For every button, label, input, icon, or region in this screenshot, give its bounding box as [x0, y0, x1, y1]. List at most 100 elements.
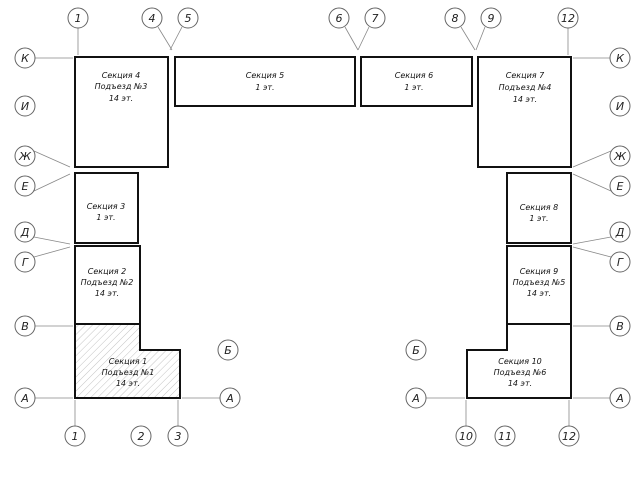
- axis-left-4-label: Д: [20, 226, 30, 239]
- section-8-name: Секция 8: [520, 203, 558, 212]
- axis-right-3-circle: [609, 175, 631, 197]
- section-7-name: Секция 7: [506, 71, 545, 80]
- axis-left-1: И: [14, 95, 36, 117]
- axis-bottom-2: 3: [167, 400, 189, 447]
- axis-bottom-5: 12: [558, 400, 580, 447]
- section-7-label: Секция 7 Подъезд №4 14 эт.: [499, 71, 552, 104]
- section-2-entrance: Подъезд №2: [81, 278, 134, 287]
- axis-right-1: И: [609, 95, 631, 117]
- section-4-outline: [74, 56, 169, 168]
- axis-right-7: А: [573, 387, 631, 409]
- section-7-entrance: Подъезд №4: [499, 83, 552, 92]
- section-10-floors: 14 эт.: [508, 379, 532, 388]
- axis-right-4-leader: [572, 236, 612, 245]
- axis-top-4: 7: [357, 7, 386, 51]
- section-6-floors: 1 эт.: [404, 83, 423, 92]
- axis-top-6-leader: [475, 26, 486, 51]
- section-6-label: Секция 6 1 эт.: [395, 71, 433, 92]
- axis-top-4-leader: [357, 26, 370, 51]
- axis-top-5-label: 8: [452, 12, 459, 25]
- axis-top-5-leader: [460, 26, 476, 51]
- axis-inner-0: А: [182, 387, 241, 409]
- axis-top-7: 12: [557, 7, 579, 55]
- axis-bottom-4-label: 11: [498, 430, 512, 443]
- axis-right-2-leader: [572, 150, 612, 168]
- axis-inner-3: Б: [405, 339, 427, 361]
- axis-left-3-circle: [14, 175, 36, 197]
- axis-left-4: Д: [14, 221, 71, 245]
- axis-left-5-circle: [14, 251, 36, 273]
- axis-right-5-label: Г: [617, 256, 624, 269]
- section-2-label: Секция 2 Подъезд №2 14 эт.: [81, 267, 134, 298]
- axis-bottom-1-label: 2: [138, 430, 145, 443]
- axis-left-2: Ж: [14, 145, 71, 168]
- axis-top-2-circle: [177, 7, 199, 29]
- axis-bottom-2-circle: [167, 425, 189, 447]
- axis-top-2: 5: [169, 7, 199, 51]
- axis-left-4-circle: [14, 221, 36, 243]
- axis-inner-0-circle: [219, 387, 241, 409]
- axis-bottom-0-circle: [64, 425, 86, 447]
- section-1-floors: 14 эт.: [116, 379, 140, 388]
- axis-top-3: 6: [328, 7, 359, 51]
- section-3-outline: [74, 172, 139, 244]
- section-9-name: Секция 9: [520, 267, 558, 276]
- axis-right-6-circle: [609, 315, 631, 337]
- axis-bottom-3: 10: [455, 400, 477, 447]
- axis-left-7-label: А: [20, 392, 29, 405]
- axis-right-7-circle: [609, 387, 631, 409]
- axis-top-3-label: 6: [336, 12, 343, 25]
- section-9-floors: 14 эт.: [527, 289, 551, 298]
- section-2-name: Секция 2: [88, 267, 126, 276]
- axis-top-5-circle: [444, 7, 466, 29]
- axis-top-5: 8: [444, 7, 476, 51]
- section-6-outline: [360, 56, 473, 107]
- axis-left-0: К: [14, 47, 73, 69]
- axis-left-3-label: Е: [22, 180, 29, 193]
- section-10-name: Секция 10: [498, 357, 542, 366]
- axis-left-3-leader: [33, 173, 71, 192]
- axis-inner-0-label: А: [225, 392, 234, 405]
- axis-inner-1-label: А: [411, 392, 420, 405]
- section-5-outline: [174, 56, 356, 107]
- axis-top-4-label: 7: [372, 12, 379, 25]
- axis-bottom-2-label: 3: [175, 430, 182, 443]
- axis-left-0-circle: [14, 47, 36, 69]
- axis-bottom-3-circle: [455, 425, 477, 447]
- section-5-label: Секция 5 1 эт.: [246, 71, 284, 92]
- axis-right-6: В: [573, 315, 631, 337]
- axis-left-7: А: [14, 387, 73, 409]
- section-8-floors: 1 эт.: [529, 214, 548, 223]
- axis-right-2: Ж: [572, 145, 631, 168]
- axis-right-6-label: В: [616, 320, 624, 333]
- section-5-floors: 1 эт.: [255, 83, 274, 92]
- axis-bottom-1-circle: [130, 425, 152, 447]
- section-9-label: Секция 9 Подъезд №5 14 эт.: [513, 267, 566, 298]
- axis-right-5: Г: [572, 246, 631, 273]
- section-8-outline: [506, 172, 572, 244]
- section-2-outline: [74, 245, 141, 325]
- section-9-entrance: Подъезд №5: [513, 278, 566, 287]
- section-5-name: Секция 5: [246, 71, 284, 80]
- axis-left-2-leader: [33, 150, 71, 168]
- axis-bottom-4-circle: [494, 425, 516, 447]
- axis-inner-3-label: Б: [412, 344, 420, 357]
- section-8-label: Секция 8 1 эт.: [520, 203, 558, 223]
- section-9-outline: [506, 245, 572, 325]
- axis-right-3-label: Е: [617, 180, 624, 193]
- axis-top-6-label: 9: [488, 12, 495, 25]
- axis-bottom-5-label: 12: [562, 430, 576, 443]
- axis-top-3-leader: [344, 26, 359, 51]
- axis-bottom-0-label: 1: [72, 430, 79, 443]
- axis-left-5-label: Г: [22, 256, 29, 269]
- axis-left-5: Г: [14, 246, 71, 273]
- axis-right-4-label: Д: [615, 226, 625, 239]
- section-3-label: Секция 3 1 эт.: [87, 202, 125, 222]
- section-10-entrance: Подъезд №6: [494, 368, 547, 377]
- axis-top-0: 1: [67, 7, 89, 55]
- axis-right-3: Е: [572, 173, 631, 197]
- axis-left-1-label: И: [21, 100, 29, 113]
- axis-inner-2-circle: [217, 339, 239, 361]
- axis-right-2-circle: [609, 145, 631, 167]
